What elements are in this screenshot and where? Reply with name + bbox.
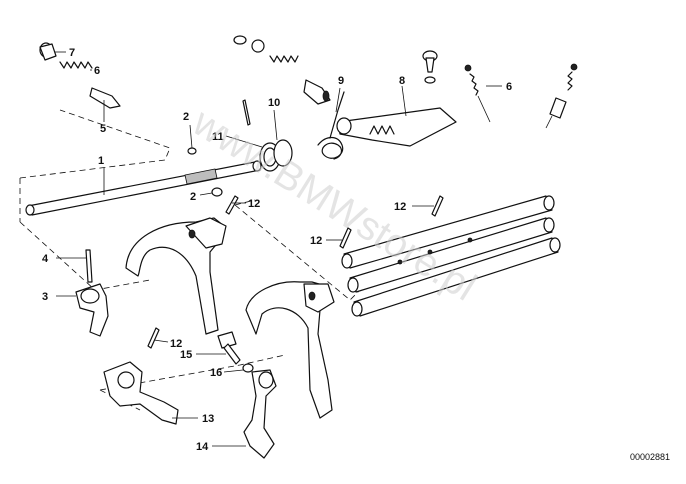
- selector-rails: [341, 195, 561, 317]
- callout-6-left: 6: [94, 65, 100, 77]
- callout-8: 8: [399, 75, 405, 87]
- shift-fork-middle: [245, 281, 335, 419]
- part-6-spring-left: [59, 61, 93, 71]
- part-2-washers: [187, 124, 223, 197]
- callout-12-upper: 12: [248, 198, 260, 210]
- callout-16: 16: [210, 367, 222, 379]
- callout-14: 14: [196, 441, 209, 453]
- callout-4: 4: [42, 253, 49, 265]
- part-12-pins-right: [326, 195, 444, 249]
- part-7-cap: [39, 42, 66, 61]
- callout-5: 5: [100, 123, 106, 135]
- upper-right-bolt: [422, 50, 438, 84]
- diagram-part-number: 00002881: [630, 452, 670, 462]
- callout-2-top: 2: [183, 111, 189, 123]
- upper-middle-parts: [233, 35, 331, 105]
- callout-12-right-mid: 12: [310, 235, 322, 247]
- callout-13: 13: [202, 413, 214, 425]
- part-1-shaft: [25, 160, 262, 216]
- part-5-plunger: [89, 87, 121, 122]
- part-12-pin-lower: [147, 327, 169, 349]
- callout-11: 11: [212, 131, 224, 143]
- callout-15: 15: [180, 349, 192, 361]
- shift-fork-upper: [125, 217, 227, 335]
- part-13-shift-lever: [103, 361, 198, 425]
- part-10-11-rings: [225, 99, 293, 172]
- callout-10: 10: [268, 97, 280, 109]
- part-3-4-lug: [56, 249, 109, 337]
- part-15-bolt: [196, 331, 241, 365]
- callout-12-lower: 12: [170, 338, 182, 350]
- part-14-shift-lever: [212, 369, 277, 459]
- callout-9: 9: [338, 75, 344, 87]
- right-pin-assembly: [545, 63, 578, 129]
- callout-3: 3: [42, 291, 48, 303]
- callout-2-bottom: 2: [190, 191, 196, 203]
- callout-6-right: 6: [506, 81, 512, 93]
- part-12-pin-upper: [225, 195, 246, 215]
- callout-7: 7: [69, 47, 75, 59]
- callout-12-right-top: 12: [394, 201, 406, 213]
- callout-1: 1: [98, 155, 104, 167]
- part-16-washer: [223, 363, 254, 373]
- part-8-shift-lever: [336, 85, 457, 147]
- part-6-spring-right: [464, 64, 502, 123]
- part-9-torsion-spring: [317, 87, 345, 160]
